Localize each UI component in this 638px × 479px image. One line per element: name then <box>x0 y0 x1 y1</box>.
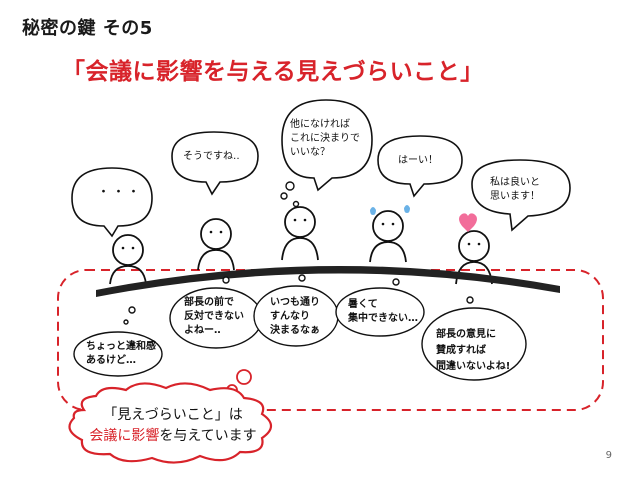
speech-bubbles <box>71 99 571 238</box>
callout-highlight: 会議に影響 <box>89 428 160 444</box>
slide-subtitle: 「会議に影響を与える見えづらいこと」 <box>62 59 484 85</box>
sweat-drop <box>404 205 410 213</box>
callout-dot <box>236 369 252 385</box>
thought-text-5a: 部長の意見に <box>436 329 496 340</box>
speech-text-watashi-1: 私は良いと <box>490 177 540 188</box>
person-head <box>200 218 232 250</box>
speech-text-sou: そうですね‥ <box>183 151 240 162</box>
thought-text-2a: 部長の前で <box>184 297 234 308</box>
slide-heading: 秘密の鍵 その5 <box>22 18 153 39</box>
thought-text-5b: 賛成すれば <box>436 345 486 356</box>
callout-line-2-rest: を与えています <box>159 428 257 444</box>
person-head <box>458 230 490 262</box>
thought-bubbles <box>73 274 527 381</box>
speech-text-hai: はーい！ <box>398 155 438 166</box>
thinking-dot <box>292 200 300 208</box>
speech-bubble-hai <box>377 135 463 198</box>
callout-line-1: 「見えづらいこと」は <box>103 407 243 423</box>
thought-bubble-5 <box>421 307 527 381</box>
person-head <box>112 234 144 266</box>
speech-bubble-sou <box>171 131 259 196</box>
callout-line-2: 会議に影響を与えています <box>82 426 264 447</box>
person-head <box>372 210 404 242</box>
thought-text-3c: 決まるなぁ <box>270 325 320 336</box>
people <box>109 206 493 285</box>
speech-text-hoka-3: いいな？ <box>290 147 330 158</box>
heart-icon <box>459 213 477 232</box>
sweat-drop <box>370 207 376 215</box>
thought-text-2c: よねー‥ <box>184 325 221 336</box>
thought-text-4b: 集中できない… <box>348 313 418 324</box>
thinking-dots <box>280 181 300 208</box>
callout-text: 「見えづらいこと」は 会議に影響を与えています <box>82 405 264 447</box>
speech-bubble-watashi <box>471 159 571 232</box>
thinking-dot <box>285 181 295 191</box>
speech-bubble-dots <box>71 167 153 238</box>
speech-text-dots: ・・・ <box>97 185 143 200</box>
thought-bubble-4 <box>335 287 425 337</box>
thought-text-3a: いつも通り <box>270 297 320 308</box>
speech-text-hoka-2: これに決まりで <box>290 133 360 144</box>
table <box>96 265 560 297</box>
person-head <box>284 206 316 238</box>
thought-text-1b: あるけど… <box>86 355 136 366</box>
thought-text-4a: 暑くて <box>348 299 378 310</box>
thought-bubble-1 <box>73 331 163 377</box>
thought-text-1a: ちょっと違和感 <box>86 341 156 352</box>
thinking-dot <box>280 192 288 200</box>
thought-text-5c: 間違いないよね! <box>436 361 511 372</box>
thought-text-2b: 反対できない <box>184 311 244 322</box>
sweat-drops <box>370 205 410 215</box>
callout-cloud <box>68 382 273 464</box>
speech-text-watashi-2: 思います！ <box>490 191 540 202</box>
speech-bubble-hoka <box>281 99 373 192</box>
speech-text-hoka-1: 他になければ <box>290 119 350 130</box>
thought-text-3b: すんなり <box>270 311 310 322</box>
page-number: 9 <box>605 450 612 461</box>
